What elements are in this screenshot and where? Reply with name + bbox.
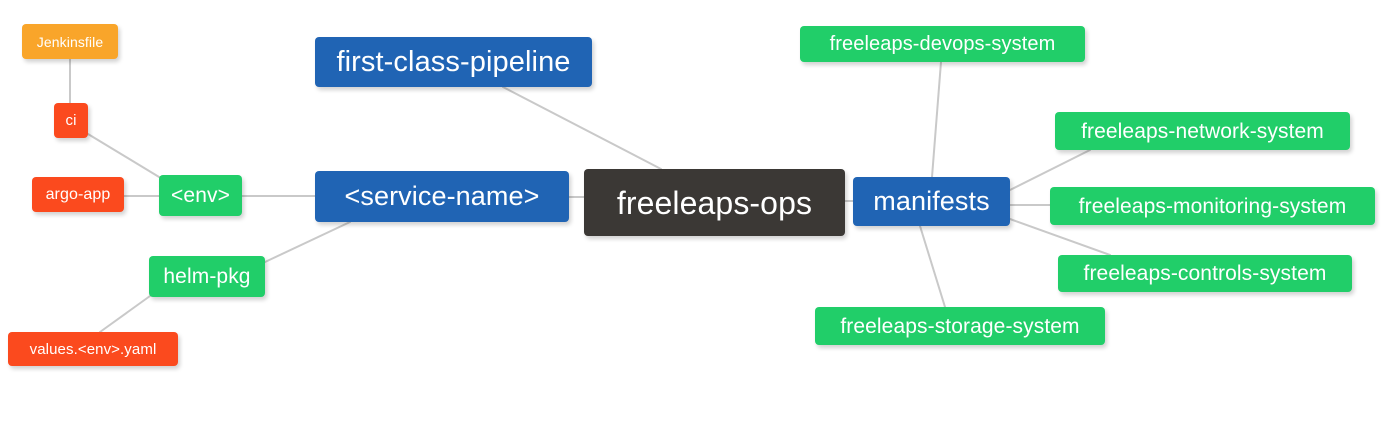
edge-manifests-to-freeleaps-devops-system: [931, 61, 942, 178]
node-label-argo-app: argo-app: [45, 185, 111, 203]
node-label-env: <env>: [171, 184, 230, 207]
node-helm-pkg[interactable]: helm-pkg: [149, 256, 265, 297]
node-label-freeleaps-controls-system: freeleaps-controls-system: [1083, 262, 1327, 285]
node-label-helm-pkg: helm-pkg: [163, 265, 251, 288]
edge-helm-pkg-to-values-env-yaml: [99, 295, 151, 333]
node-freeleaps-controls-system[interactable]: freeleaps-controls-system: [1058, 255, 1352, 292]
edge-first-class-pipeline-to-freeleaps-ops: [502, 86, 662, 170]
node-manifests[interactable]: manifests: [853, 177, 1010, 226]
node-freeleaps-monitoring-system[interactable]: freeleaps-monitoring-system: [1050, 187, 1375, 225]
node-label-freeleaps-storage-system: freeleaps-storage-system: [840, 314, 1080, 338]
node-freeleaps-ops[interactable]: freeleaps-ops: [584, 169, 845, 236]
node-freeleaps-network-system[interactable]: freeleaps-network-system: [1055, 112, 1350, 150]
node-service-name[interactable]: <service-name>: [315, 171, 569, 222]
node-ci[interactable]: ci: [54, 103, 88, 138]
node-label-freeleaps-network-system: freeleaps-network-system: [1081, 119, 1324, 143]
node-label-values-env-yaml: values.<env>.yaml: [29, 340, 157, 358]
edge-ci-to-env: [87, 133, 165, 181]
edge-manifests-to-freeleaps-network-system: [1009, 149, 1091, 191]
node-jenkinsfile[interactable]: Jenkinsfile: [22, 24, 118, 59]
node-label-freeleaps-monitoring-system: freeleaps-monitoring-system: [1078, 194, 1347, 218]
node-first-class-pipeline[interactable]: first-class-pipeline: [315, 37, 592, 87]
node-label-jenkinsfile: Jenkinsfile: [36, 33, 104, 50]
edge-manifests-to-freeleaps-storage-system: [919, 225, 946, 308]
node-env[interactable]: <env>: [159, 175, 242, 216]
node-label-service-name: <service-name>: [344, 181, 540, 211]
node-label-manifests: manifests: [873, 186, 990, 216]
edge-service-name-to-helm-pkg: [264, 221, 351, 263]
node-label-freeleaps-devops-system: freeleaps-devops-system: [829, 33, 1056, 55]
node-label-ci: ci: [65, 112, 77, 129]
node-argo-app[interactable]: argo-app: [32, 177, 124, 212]
node-label-first-class-pipeline: first-class-pipeline: [336, 45, 571, 78]
node-values-env-yaml[interactable]: values.<env>.yaml: [8, 332, 178, 366]
node-freeleaps-devops-system[interactable]: freeleaps-devops-system: [800, 26, 1085, 62]
node-freeleaps-storage-system[interactable]: freeleaps-storage-system: [815, 307, 1105, 345]
node-label-freeleaps-ops: freeleaps-ops: [616, 184, 813, 221]
